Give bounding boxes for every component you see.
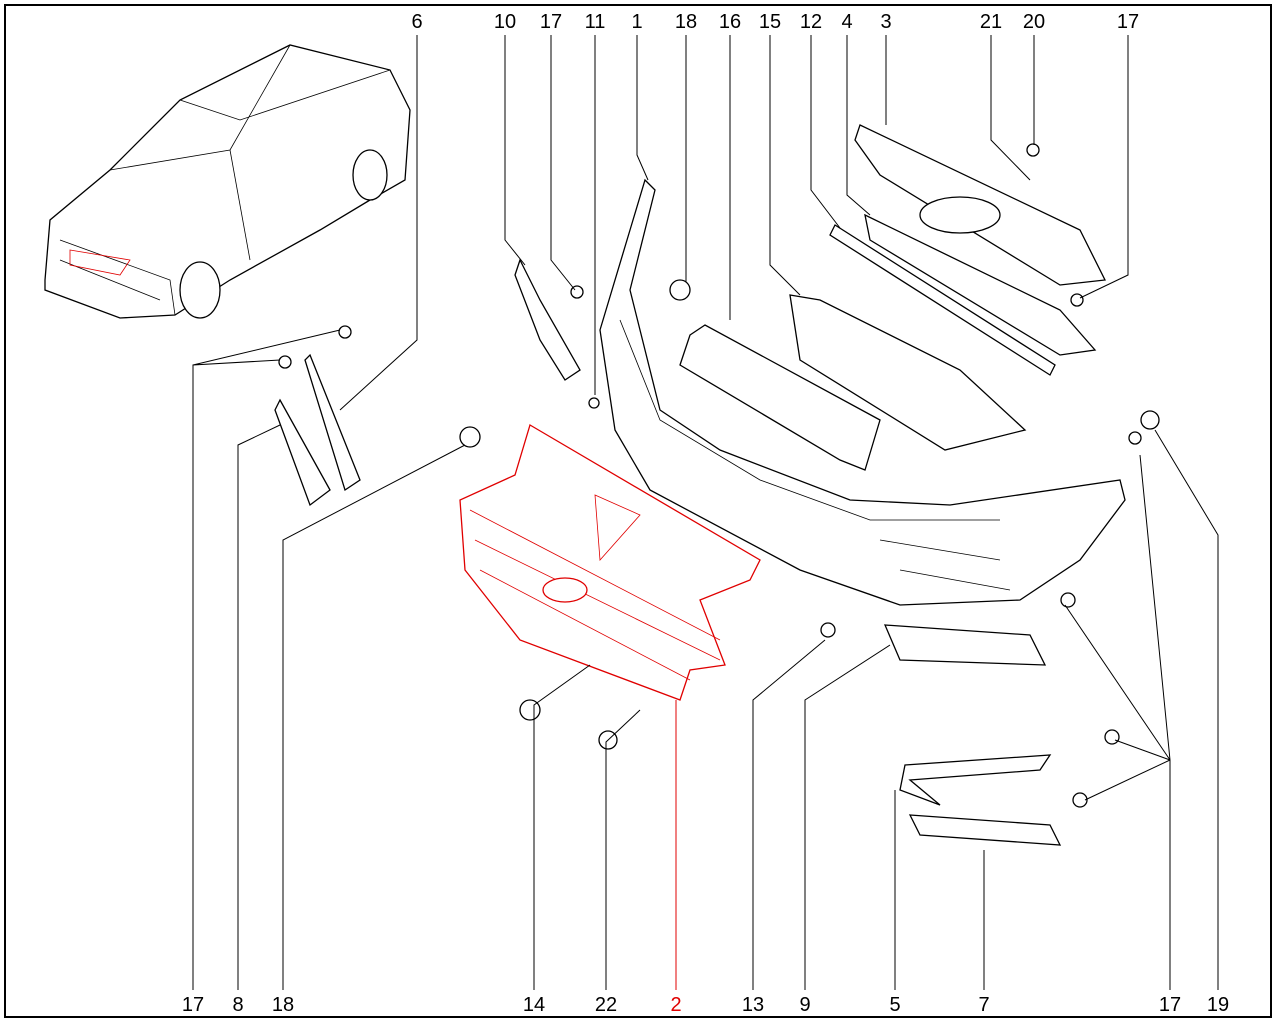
- part-2-upper-cover-grille: [459, 424, 761, 701]
- part-8-trim: [274, 398, 331, 507]
- callout-12: 12: [800, 11, 822, 33]
- callout-13: 13: [742, 994, 764, 1016]
- callout-6: 6: [411, 11, 422, 33]
- top-callouts: 6 10 17 11 1 18 16 15 12 4 3 21 20 17: [411, 11, 1139, 33]
- callout-4: 4: [841, 11, 852, 33]
- callout-1: 1: [631, 11, 642, 33]
- callout-21: 21: [980, 11, 1002, 33]
- part-15-bracket: [789, 294, 1027, 451]
- callout-17: 17: [1159, 994, 1181, 1016]
- callout-18: 18: [272, 994, 294, 1016]
- part-12-strip: [829, 224, 1056, 376]
- callout-5: 5: [889, 994, 900, 1016]
- leader-lines: [192, 35, 1219, 990]
- callout-18: 18: [675, 11, 697, 33]
- callout-9: 9: [799, 994, 810, 1016]
- callout-7: 7: [978, 994, 989, 1016]
- callout-17: 17: [540, 11, 562, 33]
- callout-22: 22: [595, 994, 617, 1016]
- part-3-radiator-grille: [854, 124, 1106, 286]
- part-5-trim: [899, 754, 1052, 806]
- callout-17: 17: [1117, 11, 1139, 33]
- callout-17: 17: [182, 994, 204, 1016]
- diagram-frame: [4, 4, 1272, 1018]
- callout-3: 3: [880, 11, 891, 33]
- callout-11: 11: [585, 11, 606, 33]
- part-1-front-bumper: [599, 178, 1126, 606]
- part-16-absorber: [679, 324, 881, 471]
- callout-8: 8: [232, 994, 243, 1016]
- bottom-callouts: 17 8 18 14 22 2 13 9 5 7 17 19: [182, 994, 1229, 1016]
- callout-19: 19: [1207, 994, 1229, 1016]
- part-7-trim: [908, 814, 1062, 846]
- callout-16: 16: [719, 11, 741, 33]
- callout-2-highlighted: 2: [670, 994, 681, 1016]
- callout-10: 10: [494, 11, 516, 33]
- callout-15: 15: [759, 11, 781, 33]
- callout-20: 20: [1023, 11, 1045, 33]
- callout-14: 14: [523, 994, 545, 1016]
- part-10-trim: [514, 258, 581, 381]
- car-overview-illustration: [44, 44, 411, 319]
- part-9-fog-trim: [883, 624, 1047, 666]
- part-4-lower-grille: [864, 213, 1097, 356]
- part-6-trim: [304, 353, 361, 492]
